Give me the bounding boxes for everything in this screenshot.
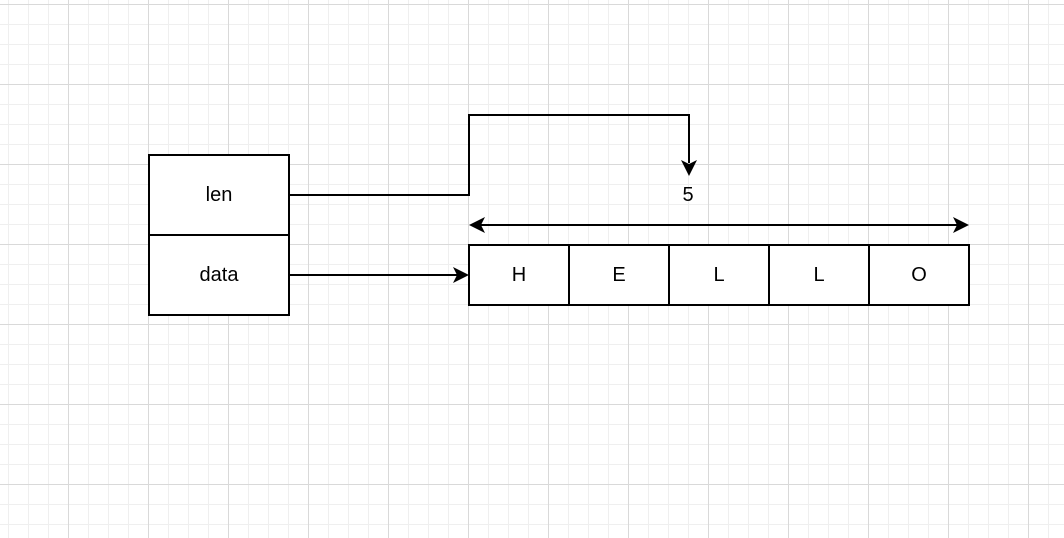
dimension-arrowhead-left (469, 217, 485, 233)
array-cell[interactable]: L (668, 244, 770, 306)
len-arrowhead (681, 160, 697, 176)
array-cell[interactable]: L (768, 244, 870, 306)
struct-field-data-label: data (199, 263, 239, 286)
array-cell-label: L (713, 263, 725, 286)
data-arrowhead (453, 267, 469, 283)
struct-field-len[interactable]: len (148, 154, 290, 236)
array-cell-label: H (511, 263, 527, 286)
dimension-arrowhead-right (953, 217, 969, 233)
len-connector[interactable] (290, 114, 690, 196)
struct-field-data[interactable]: data (148, 234, 290, 316)
array-cell[interactable]: O (868, 244, 970, 306)
array-cell-label: O (911, 263, 927, 286)
struct-field-len-label: len (205, 183, 233, 206)
array-length-label[interactable]: 5 (682, 184, 694, 206)
array-cell-label: E (612, 263, 626, 286)
array-cell[interactable]: H (468, 244, 570, 306)
array-cell-label: L (813, 263, 825, 286)
